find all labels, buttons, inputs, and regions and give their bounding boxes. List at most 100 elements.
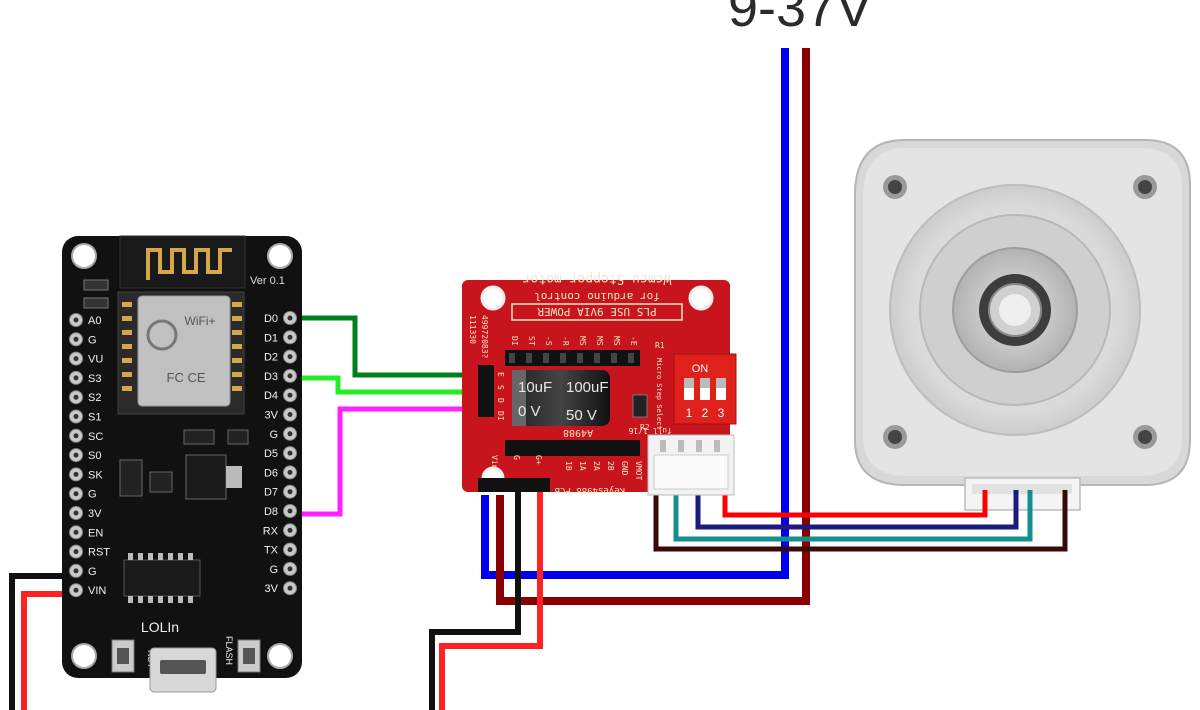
screw-icon	[1133, 175, 1157, 199]
screw-icon	[1133, 425, 1157, 449]
power-pin-label: G+	[534, 455, 543, 465]
pin-left: S3	[69, 370, 101, 385]
io-pin-label: E	[496, 372, 505, 377]
r2-label: R2	[640, 423, 650, 432]
header-pin	[509, 353, 515, 363]
module-brand: WiFi+	[185, 314, 216, 328]
pin-left: VU	[69, 351, 103, 366]
pin-label: S3	[88, 373, 101, 385]
pin-right: 3V	[265, 581, 297, 596]
header-pin	[560, 353, 566, 363]
r1-label: R1	[655, 341, 665, 350]
flash-button[interactable]	[237, 639, 261, 673]
dip-on-label: ON	[692, 363, 709, 375]
shield-power-note: PLS USE 9VIA POWER	[537, 305, 657, 318]
step-label: full 1/16	[628, 426, 672, 435]
shield-footer: Keyes4988 PCB	[555, 485, 625, 495]
coil-wire-1	[722, 490, 988, 518]
step-wire	[292, 315, 478, 378]
vmot-plus-wire	[481, 48, 789, 579]
shield-code-2: 49972083?	[480, 315, 489, 359]
header-pin	[526, 353, 532, 363]
pin-label: D8	[264, 506, 278, 518]
pin-label: VIN	[88, 585, 106, 597]
pin-right: D6	[264, 465, 297, 480]
enable-wire	[292, 406, 478, 517]
pin-left: G	[69, 332, 97, 347]
pin-label: SC	[88, 431, 103, 443]
power-pin-label: Vin	[490, 455, 499, 470]
motor-pin-label: 2B	[606, 461, 615, 471]
pin-label: D0	[264, 313, 278, 325]
header-pin	[628, 353, 634, 363]
driver-pin-label: ST	[527, 336, 536, 346]
motor-pin-label: 2A	[592, 461, 601, 471]
pin-label: VU	[88, 354, 103, 366]
dir-wire	[292, 375, 478, 395]
supply-voltage-label: 9-37V	[728, 0, 872, 38]
pin-left: G	[69, 486, 97, 501]
pin-label: RX	[263, 525, 279, 537]
microstep-dip-switch[interactable]: ON 1 2 3	[673, 353, 737, 425]
nodemcu-vin-wire	[21, 591, 70, 710]
pin-label: D3	[264, 371, 278, 383]
shield-subtitle: for arduino control	[534, 290, 660, 303]
pin-left: G	[69, 563, 97, 578]
cap-text-4: 50 V	[566, 407, 597, 424]
power-pin-label: G	[512, 455, 521, 460]
pin-label: S2	[88, 392, 101, 404]
pin-right: D4	[264, 388, 297, 403]
pin-left: RST	[69, 544, 110, 559]
pin-label: G	[88, 566, 97, 578]
wifi-logo-icon	[146, 319, 178, 351]
pin-right: TX	[264, 542, 297, 557]
driver-pin-label: -E	[629, 336, 638, 346]
chip-label: A4988	[563, 427, 593, 438]
stepper-motor	[854, 139, 1191, 511]
capacitor: 10uF 100uF 0 V 50 V	[512, 370, 610, 426]
pin-label: 3V	[265, 583, 279, 595]
io-pin-label: D	[496, 398, 505, 403]
pin-right: D2	[264, 349, 297, 364]
pin-label: 3V	[88, 508, 102, 520]
pin-right: G	[269, 426, 297, 441]
pin-left: 3V	[69, 506, 102, 520]
header-pin	[611, 353, 617, 363]
pin-left: VIN	[69, 583, 106, 598]
pin-label: D5	[264, 448, 278, 460]
pin-left: SK	[69, 467, 103, 482]
rst-button[interactable]	[111, 639, 135, 673]
shield-title: Wcmcu Stepper motor	[522, 271, 671, 286]
driver-pin-label: -S	[544, 336, 553, 346]
antenna-trace-icon	[146, 248, 232, 280]
header-pin	[543, 353, 549, 363]
pin-left: A0	[69, 313, 101, 327]
pin-right: D8	[264, 504, 297, 518]
pin-label: D6	[264, 467, 278, 479]
pin-label: G	[269, 564, 278, 576]
pin-right: D0	[264, 311, 297, 325]
motor-pin-label: 1B	[564, 461, 573, 471]
version-text: Ver 0.1	[250, 275, 285, 287]
module-marks: FC CE	[167, 370, 206, 385]
pin-label: RST	[88, 547, 110, 559]
pin-label: TX	[264, 545, 279, 557]
logic-plus-wire	[439, 490, 543, 710]
cap-text-2: 100uF	[566, 379, 609, 396]
driver-pin-label: DI	[510, 336, 519, 346]
driver-pin-label: MS	[595, 336, 604, 346]
pin-label: A0	[88, 315, 101, 327]
logic-gnd-wire	[429, 490, 521, 710]
pin-label: D2	[264, 352, 278, 364]
pin-label: D4	[264, 390, 278, 402]
pin-label: SK	[88, 469, 103, 481]
io-pin-label: DI	[496, 411, 505, 421]
dip-number: 2	[702, 406, 709, 420]
motor-output-connector	[647, 434, 735, 496]
dip-number: 3	[718, 406, 725, 420]
